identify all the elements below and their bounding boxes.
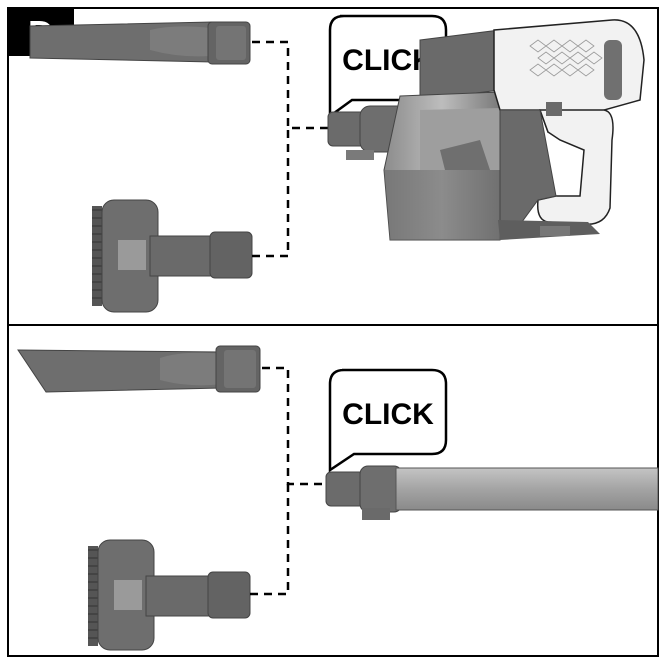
brush-head-icon [92, 199, 253, 313]
crevice-tool-icon [17, 345, 261, 393]
extension-tube-icon [325, 465, 659, 520]
crevice-tool-icon [29, 21, 251, 65]
brush-head-icon [88, 539, 251, 651]
callout-text: CLICK [342, 398, 434, 431]
connector-line [252, 40, 328, 130]
callout-text: CLICK [342, 44, 434, 77]
connector-line [262, 366, 326, 486]
handheld-vacuum-icon [327, 19, 645, 241]
click-callout-top: CLICK [328, 14, 448, 119]
click-callout-bottom: CLICK [328, 368, 448, 473]
connector-line [252, 128, 290, 258]
